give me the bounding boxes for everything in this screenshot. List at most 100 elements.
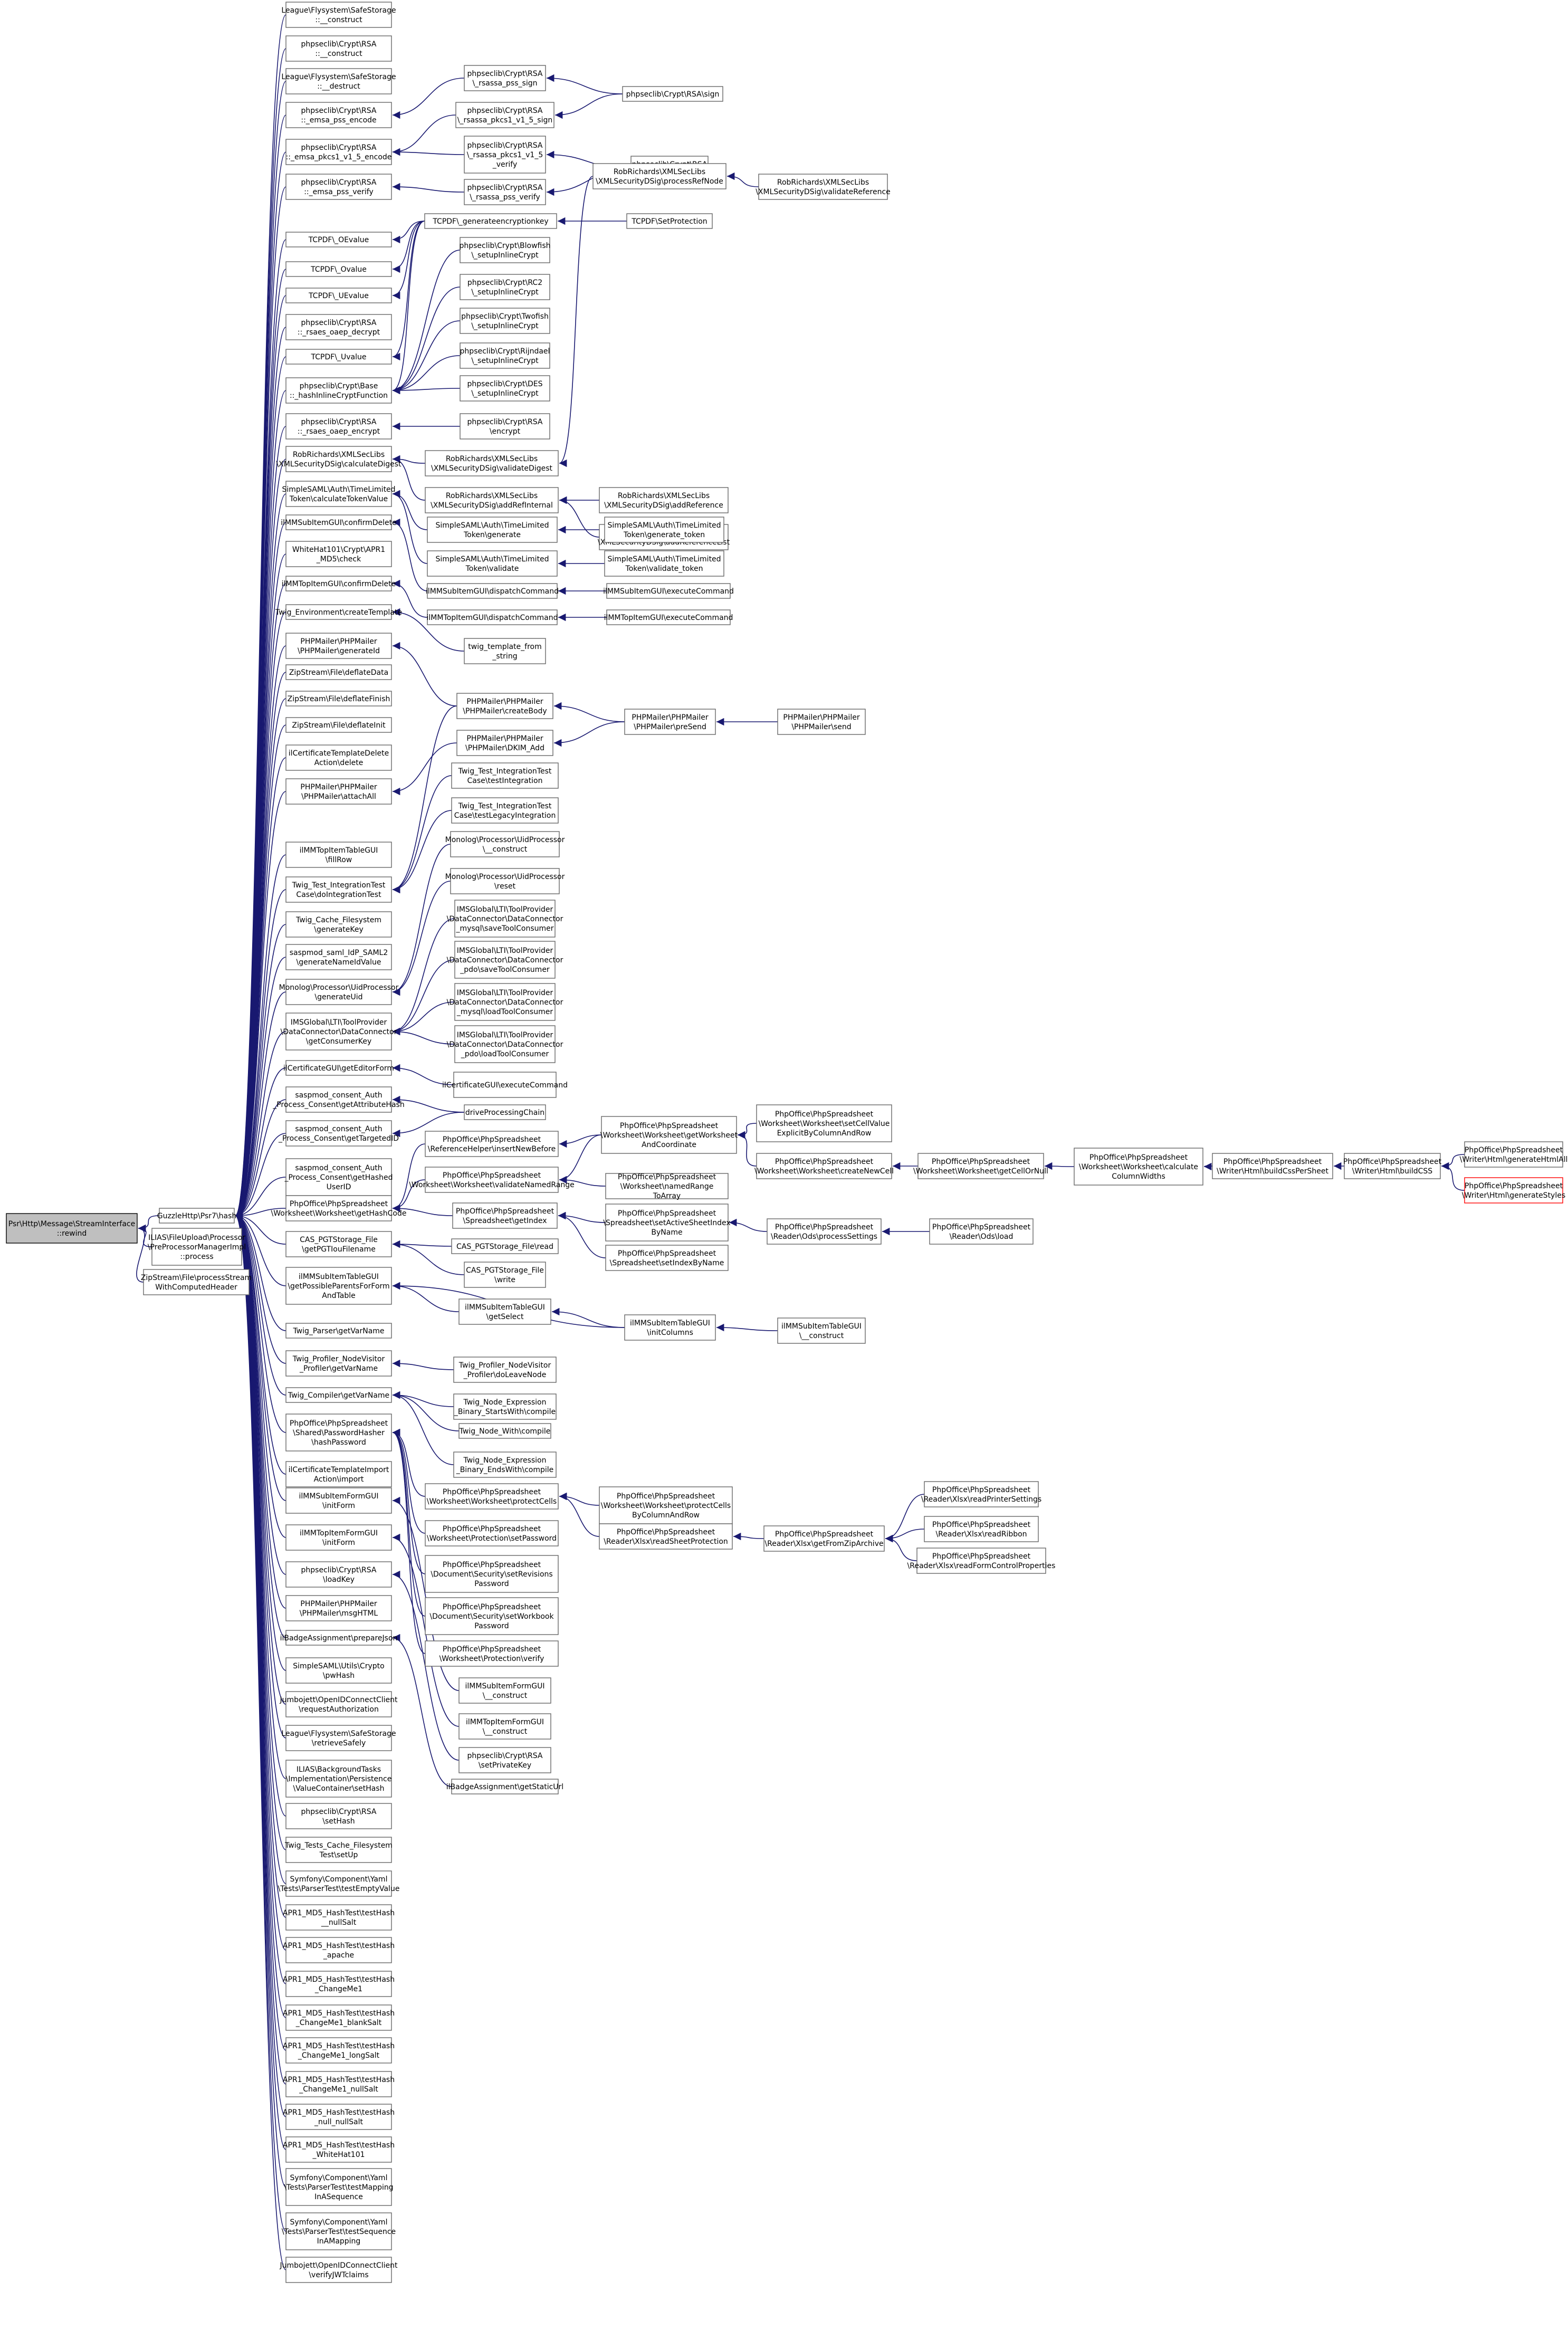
graph-node-c55[interactable]: Symfony\Component\Yaml\Tests\ParserTest\… bbox=[278, 1870, 400, 1897]
graph-node-c48[interactable]: ilBadgeAssignment\prepareJson bbox=[280, 1630, 398, 1646]
graph-node-d14[interactable]: SimpleSAML\Auth\TimeLimitedToken\generat… bbox=[427, 517, 558, 543]
graph-node-d8[interactable]: phpseclib\Crypt\Twofish\_setupInlineCryp… bbox=[460, 308, 550, 334]
graph-node-c18[interactable]: ilMMTopItemGUI\confirmDelete bbox=[282, 576, 396, 591]
graph-node-c58[interactable]: APR1_MD5_HashTest\testHash_ChangeMe1 bbox=[283, 1971, 395, 1997]
graph-node-c44[interactable]: ilMMSubItemFormGUI\initForm bbox=[285, 1487, 392, 1514]
graph-node-c52[interactable]: ILIAS\BackgroundTasks\Implementation\Per… bbox=[285, 1760, 392, 1798]
graph-node-h4[interactable]: PhpOffice\PhpSpreadsheet\Writer\Html\gen… bbox=[1460, 1141, 1568, 1168]
graph-node-c31[interactable]: IMSGlobal\LTI\ToolProvider\DataConnector… bbox=[281, 1013, 397, 1051]
graph-node-h1[interactable]: PhpOffice\PhpSpreadsheet\Worksheet\Works… bbox=[1074, 1148, 1203, 1186]
graph-node-d13[interactable]: RobRichards\XMLSecLibs\XMLSecurityDSig\a… bbox=[425, 487, 559, 513]
graph-node-c19[interactable]: Twig_Environment\createTemplate bbox=[275, 604, 402, 620]
graph-node-d37[interactable]: Twig_Profiler_NodeVisitor_Profiler\doLea… bbox=[453, 1357, 557, 1383]
graph-node-h3[interactable]: PhpOffice\PhpSpreadsheet\Writer\Html\bui… bbox=[1343, 1153, 1442, 1179]
graph-node-d12[interactable]: RobRichards\XMLSecLibs\XMLSecurityDSig\v… bbox=[425, 450, 559, 476]
graph-node-fileupload[interactable]: ILIAS\FileUpload\Processor\PreProcessorM… bbox=[148, 1228, 246, 1266]
graph-node-c57[interactable]: APR1_MD5_HashTest\testHash_apache bbox=[283, 1937, 395, 1963]
graph-node-d6[interactable]: phpseclib\Crypt\Blowfish\_setupInlineCry… bbox=[459, 237, 551, 263]
graph-node-c7[interactable]: TCPDF\_OEvalue bbox=[285, 232, 392, 247]
graph-node-c41[interactable]: Twig_Compiler\getVarName bbox=[285, 1387, 392, 1403]
graph-node-c42[interactable]: PhpOffice\PhpSpreadsheet\Shared\Password… bbox=[285, 1414, 392, 1452]
graph-node-d49[interactable]: ilBadgeAssignment\getStaticUrl bbox=[446, 1779, 563, 1794]
graph-node-c23[interactable]: ZipStream\File\deflateInit bbox=[285, 717, 392, 733]
graph-node-c2[interactable]: phpseclib\Crypt\RSA::__construct bbox=[285, 35, 392, 62]
graph-node-e10[interactable]: ilMMTopItemGUI\executeCommand bbox=[604, 609, 733, 625]
graph-node-e12[interactable]: PhpOffice\PhpSpreadsheet\Worksheet\Works… bbox=[600, 1116, 738, 1154]
graph-node-c8[interactable]: TCPDF\_Ovalue bbox=[285, 261, 392, 277]
graph-node-f6[interactable]: ilMMSubItemTableGUI\__construct bbox=[777, 1317, 866, 1344]
graph-node-f4[interactable]: PhpOffice\PhpSpreadsheet\Worksheet\Works… bbox=[754, 1153, 894, 1179]
graph-node-e14[interactable]: PhpOffice\PhpSpreadsheet\Spreadsheet\set… bbox=[603, 1204, 731, 1242]
graph-node-c28[interactable]: Twig_Cache_Filesystem\generateKey bbox=[285, 911, 392, 938]
graph-node-d32[interactable]: PhpOffice\PhpSpreadsheet\Worksheet\Works… bbox=[409, 1167, 575, 1193]
graph-node-c61[interactable]: APR1_MD5_HashTest\testHash_ChangeMe1_nul… bbox=[283, 2071, 395, 2097]
graph-node-c10[interactable]: phpseclib\Crypt\RSA::_rsaes_oaep_decrypt bbox=[285, 314, 392, 340]
graph-node-d40[interactable]: Twig_Node_Expression_Binary_EndsWith\com… bbox=[453, 1452, 557, 1478]
graph-node-c12[interactable]: phpseclib\Crypt\Base::_hashInlineCryptFu… bbox=[285, 377, 392, 404]
graph-node-d11[interactable]: phpseclib\Crypt\RSA\encrypt bbox=[460, 413, 550, 440]
graph-node-c51[interactable]: League\Flysystem\SafeStorage\retrieveSaf… bbox=[281, 1725, 396, 1751]
graph-node-c3[interactable]: League\Flysystem\SafeStorage::__destruct bbox=[281, 68, 396, 94]
graph-node-c5[interactable]: phpseclib\Crypt\RSA::_emsa_pkcs1_v1_5_en… bbox=[285, 139, 392, 165]
graph-node-f1[interactable]: RobRichards\XMLSecLibs\XMLSecurityDSig\v… bbox=[756, 174, 891, 200]
graph-node-d44[interactable]: PhpOffice\PhpSpreadsheet\Document\Securi… bbox=[425, 1597, 559, 1635]
graph-node-d20[interactable]: PHPMailer\PHPMailer\PHPMailer\DKIM_Add bbox=[456, 730, 553, 756]
graph-node-d17[interactable]: ilMMTopItemGUI\dispatchCommand bbox=[427, 609, 558, 625]
graph-node-d39[interactable]: Twig_Node_With\compile bbox=[458, 1423, 551, 1439]
graph-node-g3[interactable]: PhpOffice\PhpSpreadsheet\Reader\Xlsx\rea… bbox=[921, 1481, 1041, 1507]
graph-node-f5[interactable]: PhpOffice\PhpSpreadsheet\Reader\Ods\proc… bbox=[767, 1218, 882, 1245]
graph-node-d34[interactable]: CAS_PGTStorage_File\read bbox=[451, 1238, 559, 1254]
graph-node-d18[interactable]: twig_template_from_string bbox=[464, 638, 546, 664]
graph-node-c59[interactable]: APR1_MD5_HashTest\testHash_ChangeMe1_bla… bbox=[283, 2004, 395, 2031]
graph-node-c15[interactable]: SimpleSAML\Auth\TimeLimitedToken\calcula… bbox=[282, 481, 396, 507]
graph-node-d16[interactable]: ilMMSubItemGUI\dispatchCommand bbox=[426, 583, 559, 599]
graph-node-c21[interactable]: ZipStream\File\deflateData bbox=[285, 664, 392, 680]
graph-node-c13[interactable]: phpseclib\Crypt\RSA::_rsaes_oaep_encrypt bbox=[285, 413, 392, 440]
graph-node-c16[interactable]: ilMMSubItemGUI\confirmDelete bbox=[281, 514, 397, 530]
graph-node-e15[interactable]: PhpOffice\PhpSpreadsheet\Spreadsheet\set… bbox=[605, 1245, 729, 1271]
graph-node-d47[interactable]: ilMMTopItemFormGUI\__construct bbox=[458, 1713, 551, 1740]
graph-node-g1[interactable]: PhpOffice\PhpSpreadsheet\Worksheet\Works… bbox=[913, 1153, 1048, 1179]
graph-node-c63[interactable]: APR1_MD5_HashTest\testHash_WhiteHat101 bbox=[283, 2136, 395, 2163]
graph-node-d23[interactable]: Monolog\Processor\UidProcessor\__constru… bbox=[445, 831, 565, 857]
graph-node-d33[interactable]: PhpOffice\PhpSpreadsheet\Spreadsheet\get… bbox=[452, 1202, 558, 1229]
graph-node-h5[interactable]: PhpOffice\PhpSpreadsheet\Writer\Html\gen… bbox=[1462, 1177, 1565, 1204]
graph-node-d10[interactable]: phpseclib\Crypt\DES\_setupInlineCrypt bbox=[460, 375, 550, 402]
graph-node-d19[interactable]: PHPMailer\PHPMailer\PHPMailer\createBody bbox=[456, 693, 553, 719]
graph-node-c46[interactable]: phpseclib\Crypt\RSA\loadKey bbox=[285, 1561, 392, 1588]
graph-node-c20[interactable]: PHPMailer\PHPMailer\PHPMailer\generateId bbox=[285, 633, 392, 659]
graph-node-c9[interactable]: TCPDF\_UEvalue bbox=[285, 288, 392, 303]
graph-node-d3[interactable]: phpseclib\Crypt\RSA\_rsassa_pkcs1_v1_5_v… bbox=[464, 136, 546, 174]
graph-node-c37[interactable]: CAS_PGTStorage_File\getPGTIouFilename bbox=[285, 1231, 392, 1257]
graph-node-d9[interactable]: phpseclib\Crypt\Rijndael\_setupInlineCry… bbox=[460, 342, 550, 369]
graph-node-d28[interactable]: IMSGlobal\LTI\ToolProvider\DataConnector… bbox=[447, 1025, 563, 1063]
graph-node-d41[interactable]: PhpOffice\PhpSpreadsheet\Worksheet\Works… bbox=[425, 1483, 559, 1510]
graph-node-c62[interactable]: APR1_MD5_HashTest\testHash_null_nullSalt bbox=[283, 2104, 395, 2130]
graph-node-d1[interactable]: phpseclib\Crypt\RSA\_rsassa_pss_sign bbox=[464, 65, 546, 91]
graph-node-root[interactable]: Psr\Http\Message\StreamInterface::rewind bbox=[6, 1213, 138, 1244]
graph-node-c47[interactable]: PHPMailer\PHPMailer\PHPMailer\msgHTML bbox=[285, 1595, 392, 1621]
graph-node-c4[interactable]: phpseclib\Crypt\RSA::_emsa_pss_encode bbox=[285, 102, 392, 128]
graph-node-g4[interactable]: PhpOffice\PhpSpreadsheet\Reader\Xlsx\rea… bbox=[924, 1516, 1039, 1542]
graph-node-g2[interactable]: PhpOffice\PhpSpreadsheet\Reader\Ods\load bbox=[929, 1218, 1034, 1245]
graph-node-c29[interactable]: saspmod_saml_IdP_SAML2\generateNameIdVal… bbox=[285, 944, 392, 970]
graph-node-e4[interactable]: RobRichards\XMLSecLibs\XMLSecurityDSig\p… bbox=[592, 163, 726, 189]
graph-node-d15[interactable]: SimpleSAML\Auth\TimeLimitedToken\validat… bbox=[427, 550, 558, 577]
graph-node-c11[interactable]: TCPDF\_Uvalue bbox=[285, 349, 392, 365]
graph-node-d42[interactable]: PhpOffice\PhpSpreadsheet\Worksheet\Prote… bbox=[425, 1520, 559, 1546]
graph-node-c26[interactable]: ilMMTopItemTableGUI\fillRow bbox=[285, 842, 392, 868]
graph-node-c40[interactable]: Twig_Profiler_NodeVisitor_Profiler\getVa… bbox=[285, 1350, 392, 1377]
graph-node-c14[interactable]: RobRichards\XMLSecLibs\XMLSecurityDSig\c… bbox=[276, 446, 401, 472]
graph-node-c32[interactable]: ilCertificateGUI\getEditorForm bbox=[283, 1060, 394, 1076]
graph-node-d43[interactable]: PhpOffice\PhpSpreadsheet\Document\Securi… bbox=[425, 1555, 559, 1593]
graph-node-c56[interactable]: APR1_MD5_HashTest\testHash__nullSalt bbox=[283, 1904, 395, 1931]
graph-node-f7[interactable]: PhpOffice\PhpSpreadsheet\Reader\Xlsx\get… bbox=[763, 1525, 885, 1552]
graph-node-d22[interactable]: Twig_Test_IntegrationTestCase\testLegacy… bbox=[451, 797, 559, 824]
graph-node-zipstreamproc[interactable]: ZipStream\File\processStreamWithComputed… bbox=[141, 1269, 252, 1295]
graph-node-c30[interactable]: Monolog\Processor\UidProcessor\generateU… bbox=[279, 979, 399, 1005]
graph-node-e11[interactable]: PHPMailer\PHPMailer\PHPMailer\preSend bbox=[624, 709, 716, 735]
graph-node-e13[interactable]: PhpOffice\PhpSpreadsheet\Worksheet\named… bbox=[605, 1173, 729, 1200]
